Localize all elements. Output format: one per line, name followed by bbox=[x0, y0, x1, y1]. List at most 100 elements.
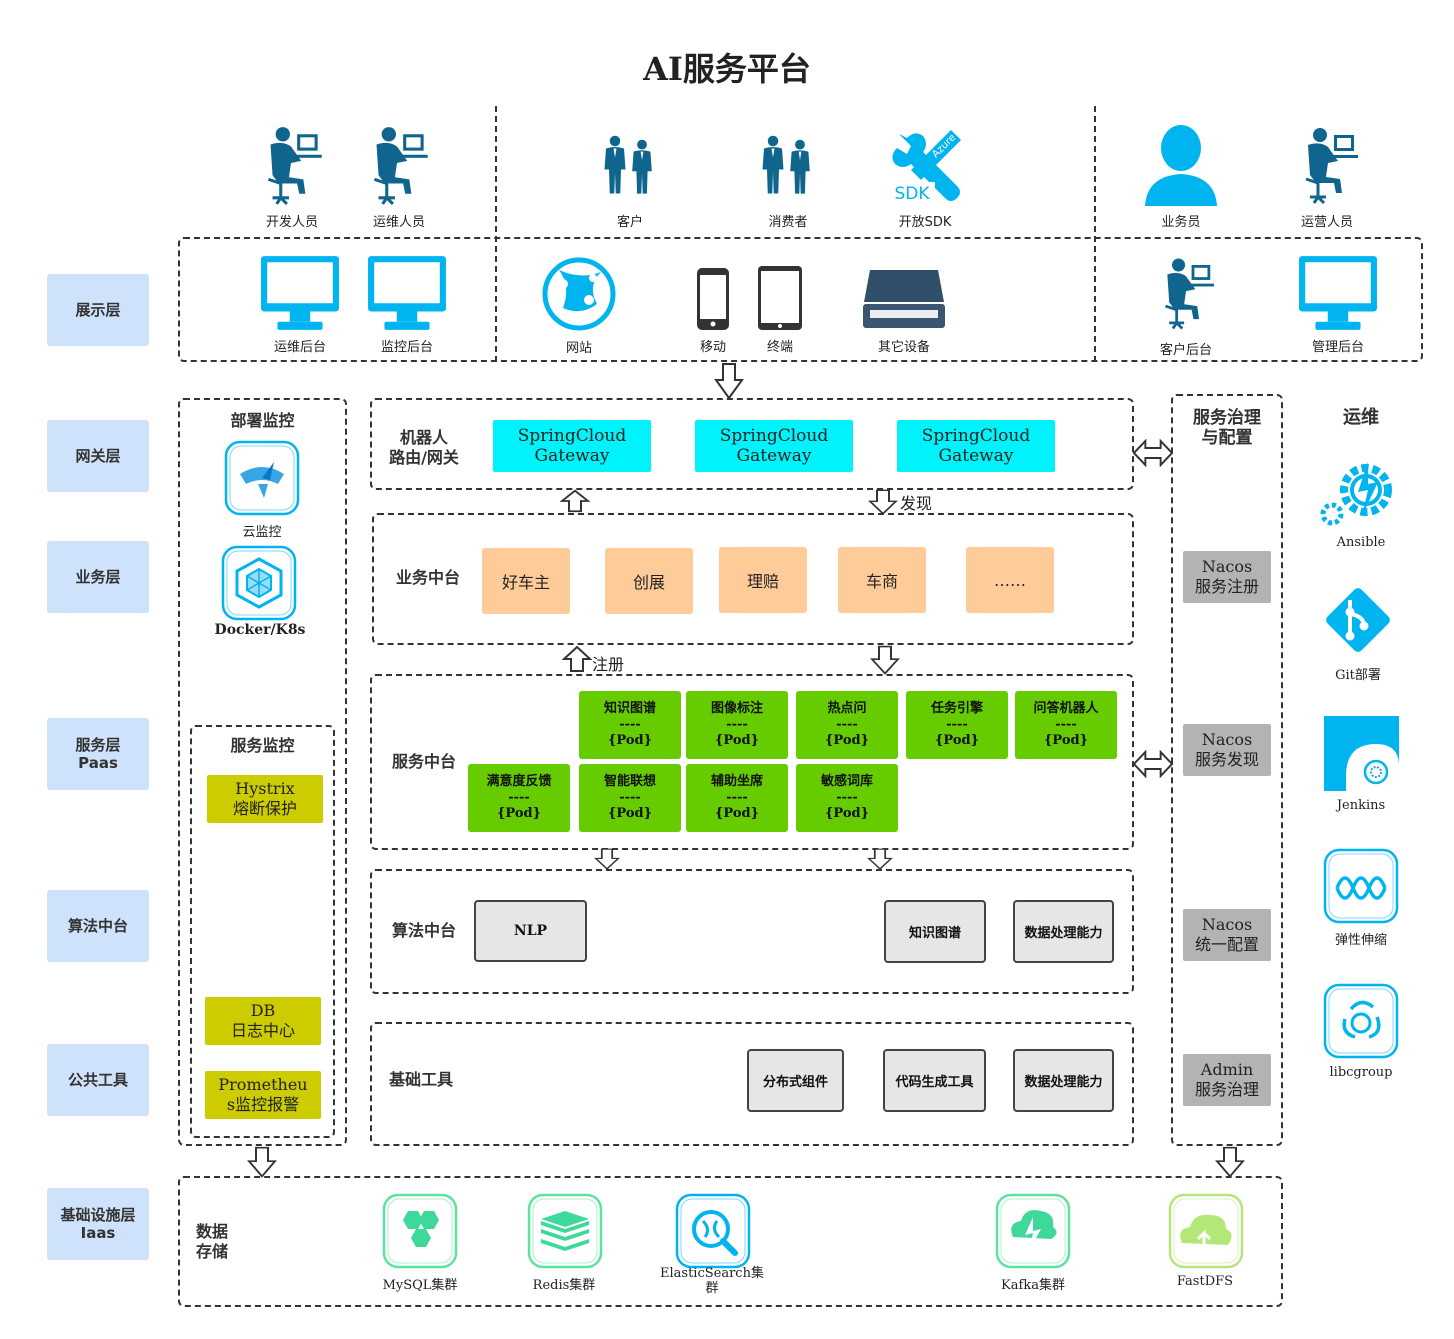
layer-label-infra: 基础设施层 Iaas bbox=[47, 1188, 149, 1260]
redis-icon bbox=[527, 1193, 603, 1269]
layer-label-presentation: 展示层 bbox=[47, 274, 149, 346]
pod-smart-suggest: 智能联想 ---- {Pod} bbox=[579, 764, 681, 832]
ops-person-label: 运维人员 bbox=[372, 215, 425, 230]
jenkins-icon bbox=[1324, 716, 1399, 791]
nacos-registry-box: Nacos 服务注册 bbox=[1183, 551, 1271, 603]
docker-k8s-icon bbox=[221, 545, 297, 621]
down-arrow-icon bbox=[714, 362, 744, 400]
data-storage-label: 数据 存储 bbox=[196, 1222, 229, 1261]
up-arrow-icon bbox=[562, 645, 592, 673]
business-row-label: 业务中台 bbox=[395, 568, 460, 587]
layer-label-tools: 公共工具 bbox=[47, 1044, 149, 1116]
tools-layer-box bbox=[370, 1022, 1134, 1146]
developer-label: 开发人员 bbox=[265, 215, 318, 230]
ops-title: 运维 bbox=[1343, 407, 1379, 428]
ops-console-monitor-icon bbox=[259, 254, 341, 332]
tools-data-processing-box: 数据处理能力 bbox=[1013, 1049, 1114, 1112]
db-log-center-box: DB 日志中心 bbox=[205, 997, 321, 1045]
ops-console-label: 运维后台 bbox=[273, 340, 326, 355]
git-deploy-icon bbox=[1320, 582, 1396, 658]
layer-label-business: 业务层 bbox=[47, 541, 149, 613]
pod-image-annotation: 图像标注 ---- {Pod} bbox=[686, 691, 788, 759]
gateway-node-3: SpringCloud Gateway bbox=[897, 420, 1055, 472]
ansible-label: Ansible bbox=[1336, 535, 1386, 550]
tablet-icon bbox=[757, 265, 803, 331]
divider-left bbox=[495, 106, 497, 362]
nacos-config-box: Nacos 统一配置 bbox=[1183, 909, 1271, 961]
layer-label-gateway: 网关层 bbox=[47, 420, 149, 492]
operator-label: 运营人员 bbox=[1300, 215, 1353, 230]
customer-icon bbox=[600, 124, 660, 206]
presentation-layer-box bbox=[178, 237, 1423, 362]
service-monitor-title: 服务监控 bbox=[230, 736, 295, 755]
jenkins-label: Jenkins bbox=[1336, 798, 1386, 813]
consumer-label: 消费者 bbox=[768, 215, 808, 230]
pod-qa-robot: 问答机器人 ---- {Pod} bbox=[1015, 691, 1117, 759]
down-arrow-icon bbox=[870, 645, 900, 675]
monitor-console-monitor-icon bbox=[366, 254, 448, 332]
governance-box bbox=[1171, 394, 1283, 1146]
elasticsearch-icon bbox=[675, 1193, 751, 1269]
terminal-label: 终端 bbox=[766, 340, 793, 355]
customer-console-label: 客户后台 bbox=[1159, 343, 1212, 358]
up-arrow-icon bbox=[560, 489, 590, 513]
website-label: 网站 bbox=[565, 341, 592, 356]
sdk-tools-icon: Azure SDK bbox=[885, 126, 965, 206]
algorithm-row-label: 算法中台 bbox=[391, 921, 456, 940]
down-arrow-icon bbox=[247, 1146, 277, 1178]
fastdfs-icon bbox=[1168, 1193, 1244, 1269]
sales-person-label: 业务员 bbox=[1161, 215, 1201, 230]
algorithm-knowledge-graph-box: 知识图谱 bbox=[884, 900, 986, 963]
tools-row-label: 基础工具 bbox=[388, 1070, 453, 1089]
elastic-scaling-icon bbox=[1323, 848, 1399, 924]
cloud-monitor-icon bbox=[224, 440, 300, 516]
pod-sensitive-words: 敏感词库 ---- {Pod} bbox=[796, 764, 898, 832]
pod-hot-questions: 热点问 ---- {Pod} bbox=[796, 691, 898, 759]
gateway-node-2: SpringCloud Gateway bbox=[695, 420, 853, 472]
business-item-5: …… bbox=[966, 547, 1054, 613]
discover-label: 发现 bbox=[900, 494, 933, 513]
customer-console-person-icon bbox=[1158, 254, 1214, 332]
scanner-icon bbox=[862, 268, 946, 330]
admin-console-label: 管理后台 bbox=[1311, 340, 1364, 355]
deploy-monitor-title: 部署监控 bbox=[230, 411, 295, 430]
pod-knowledge-graph: 知识图谱 ---- {Pod} bbox=[579, 691, 681, 759]
consumer-icon bbox=[758, 124, 818, 206]
ansible-gear-icon bbox=[1318, 456, 1398, 528]
service-monitor-box bbox=[190, 725, 335, 1138]
mobile-phone-icon bbox=[696, 267, 730, 331]
gateway-layer-box bbox=[370, 398, 1134, 490]
cloud-monitor-label: 云监控 bbox=[242, 525, 282, 540]
layer-label-service: 服务层 Paas bbox=[47, 718, 149, 790]
kafka-label: Kafka集群 bbox=[1001, 1278, 1065, 1293]
sdk-label: 开放SDK bbox=[898, 215, 952, 230]
down-arrow-icon bbox=[868, 489, 898, 515]
pod-satisfaction-feedback: 满意度反馈 ---- {Pod} bbox=[468, 764, 570, 832]
double-arrow-icon bbox=[1132, 750, 1174, 778]
infrastructure-layer-box bbox=[178, 1176, 1283, 1307]
sdk-badge-text: SDK bbox=[894, 184, 930, 204]
ops-person-icon bbox=[366, 124, 428, 206]
down-arrow-icon bbox=[1215, 1146, 1245, 1178]
divider-right bbox=[1094, 106, 1096, 362]
double-arrow-icon bbox=[1132, 439, 1174, 467]
mysql-icon bbox=[382, 1193, 458, 1269]
codegen-tool-box: 代码生成工具 bbox=[883, 1049, 986, 1112]
elastic-scaling-label: 弹性伸缩 bbox=[1334, 933, 1387, 948]
service-layer-box bbox=[370, 674, 1134, 850]
admin-governance-box: Admin 服务治理 bbox=[1183, 1054, 1271, 1106]
service-row-label: 服务中台 bbox=[391, 752, 456, 771]
layer-label-algorithm: 算法中台 bbox=[47, 890, 149, 962]
customer-label: 客户 bbox=[616, 215, 643, 230]
admin-console-monitor-icon bbox=[1297, 254, 1379, 332]
business-item-4: 车商 bbox=[838, 547, 926, 613]
redis-label: Redis集群 bbox=[532, 1278, 596, 1293]
nlp-box: NLP bbox=[474, 900, 587, 962]
mobile-label: 移动 bbox=[699, 340, 726, 355]
algorithm-layer-box bbox=[370, 869, 1134, 994]
governance-title: 服务治理 与配置 bbox=[1193, 408, 1261, 448]
fastdfs-label: FastDFS bbox=[1176, 1274, 1234, 1289]
docker-k8s-label: Docker/K8s bbox=[214, 622, 306, 638]
other-devices-label: 其它设备 bbox=[877, 340, 930, 355]
elasticsearch-label: ElasticSearch集 群 bbox=[660, 1266, 764, 1296]
